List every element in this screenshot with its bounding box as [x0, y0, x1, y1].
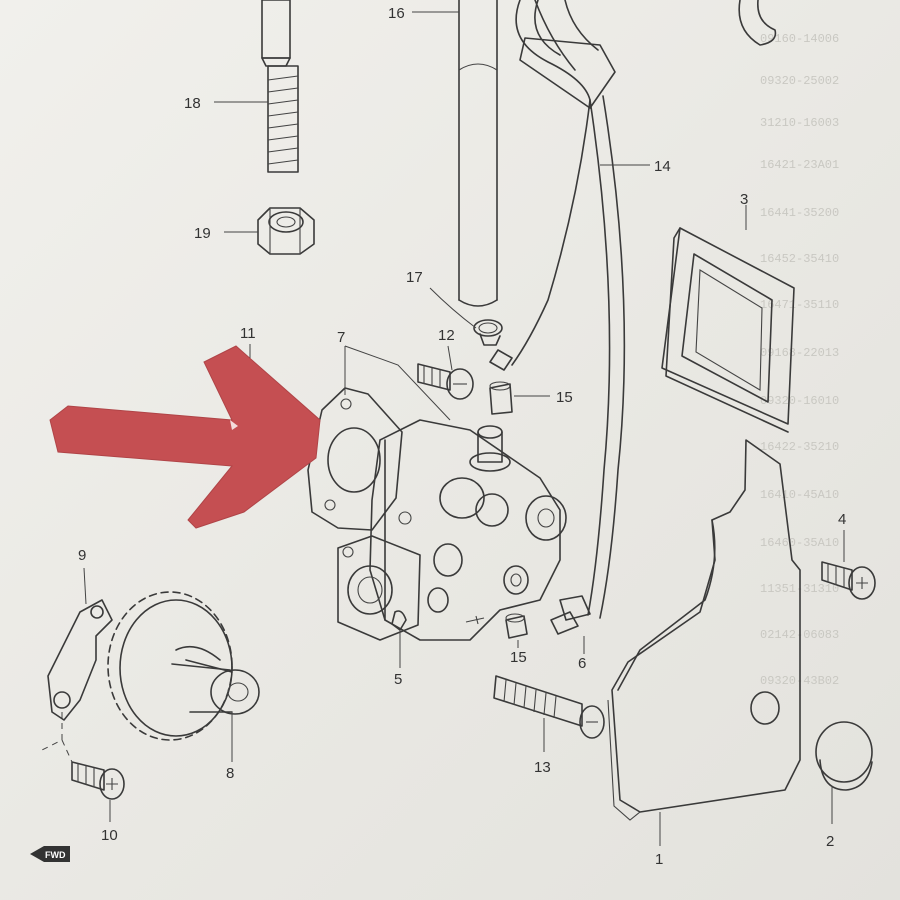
part-17-hose-clip: [473, 319, 503, 346]
part-2-cap: [815, 721, 873, 791]
leader-lines: [83, 11, 845, 846]
ghost-part-number: 16471-35110: [760, 298, 839, 312]
red-arrow-pointer: [49, 345, 321, 529]
ghost-part-number: 16441-35200: [760, 206, 839, 220]
part-3-seal: [661, 227, 795, 433]
fwd-direction-badge: FWD: [30, 846, 70, 862]
callout-4: 4: [838, 511, 846, 528]
part-12-screw: [417, 363, 474, 400]
callout-1: 1: [655, 851, 663, 868]
callout-9: 9: [78, 547, 86, 564]
callout-8: 8: [226, 765, 234, 782]
callout-7: 7: [337, 329, 345, 346]
fwd-text: FWD: [45, 850, 66, 860]
ghost-part-number: 09320-16010: [760, 394, 839, 408]
part-9-bracket: [47, 599, 113, 721]
callout-12: 12: [438, 327, 455, 344]
ghost-part-number: 16452-35410: [760, 252, 839, 266]
part-8-gear: [107, 591, 260, 741]
part-15-sleeve: [489, 381, 513, 415]
part-18-stud-bolt: [261, 0, 299, 173]
callout-3: 3: [740, 191, 748, 208]
callout-17: 17: [406, 269, 423, 286]
arrow-notch: [230, 420, 238, 430]
callout-15: 15: [510, 649, 527, 666]
ghost-part-number: 16410-45A10: [760, 488, 839, 502]
callout-labels: 16 18 14 3 19 17 11 7 12 15 4 9 5 15 6 1…: [78, 5, 846, 868]
callout-14: 14: [654, 158, 671, 175]
callout-5: 5: [394, 671, 402, 688]
callout-19: 19: [194, 225, 211, 242]
ghost-part-number: 16422-35210: [760, 440, 839, 454]
callout-16: 16: [388, 5, 405, 22]
callout-11: 11: [240, 325, 256, 342]
part-10-screw: [71, 761, 125, 800]
part-14-oil-hose: [489, 0, 777, 619]
callout-15: 15: [556, 389, 573, 406]
oil-pump-assembly: [337, 419, 591, 641]
callout-2: 2: [826, 833, 834, 850]
part-1-cover: [607, 439, 801, 821]
callout-10: 10: [101, 827, 118, 844]
part-7-gasket: [307, 387, 403, 531]
callout-13: 13: [534, 759, 551, 776]
part-13-bolt: [493, 675, 605, 739]
part-16-hose: [458, 0, 498, 307]
part-4-screw: [821, 561, 876, 600]
callout-6: 6: [578, 655, 586, 672]
ghost-part-number: 09320-25002: [760, 74, 839, 88]
ghost-part-number: 09160-14006: [760, 32, 839, 46]
ghost-part-number: 09168-22013: [760, 346, 839, 360]
ghost-part-number: 31210-16003: [760, 116, 839, 130]
part-15-sleeve-lower: [505, 613, 528, 639]
ghost-part-number: 16460-35A10: [760, 536, 839, 550]
part-19-nut: [257, 207, 315, 255]
ghost-part-number: 16421-23A01: [760, 158, 839, 172]
callout-18: 18: [184, 95, 201, 112]
